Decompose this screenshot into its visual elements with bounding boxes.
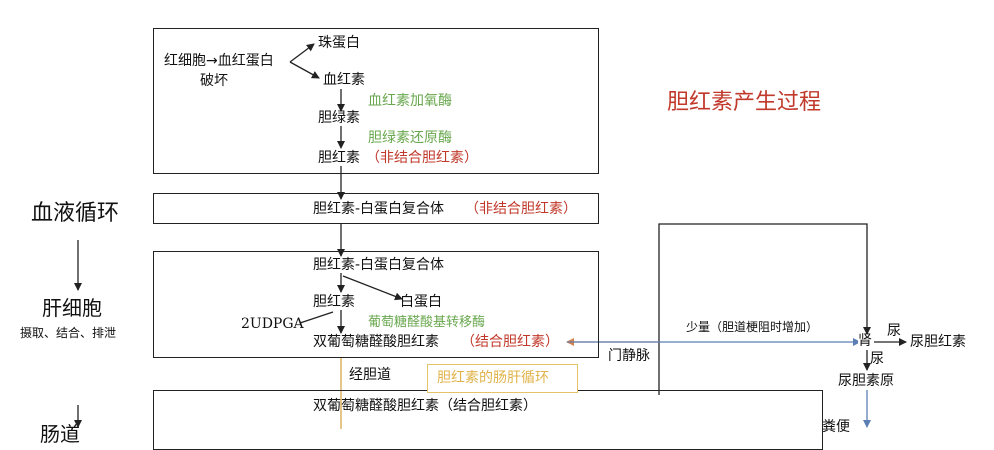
- label-udpga: 2UDPGA: [241, 316, 304, 332]
- label-kidney: 肾: [858, 333, 872, 349]
- label-intestine-product: 双葡萄糖醛酸胆红素（结合胆红素）: [313, 398, 537, 414]
- label-urine-1: 尿: [887, 323, 901, 339]
- box-rbc-destruction: [153, 28, 599, 174]
- diagram-arrows: [74, 43, 907, 429]
- label-heme-oxygenase: 血红素加氧酶: [368, 93, 452, 109]
- label-portal-vein: 门静脉: [608, 348, 650, 364]
- label-bilirubin-albumin-complex: 胆红素-白蛋白复合体: [313, 201, 445, 217]
- label-rbc-hemoglobin: 红细胞→血红蛋白: [164, 53, 274, 69]
- label-liver-functions: 摄取、结合、排泄: [20, 326, 117, 340]
- label-small-amount: 少量（胆道梗阻时增加）: [686, 320, 819, 334]
- arrow-complex-albumin: [342, 275, 403, 301]
- label-biliverdin: 胆绿素: [318, 110, 360, 126]
- arrow-to-heme: [289, 61, 320, 79]
- label-box3-complex: 胆红素-白蛋白复合体: [313, 257, 445, 273]
- box-liver-cell: [153, 251, 599, 358]
- label-box2-unconjugated: （非结合胆红素）: [465, 201, 577, 217]
- label-urobilinogen: 尿胆素原: [838, 373, 894, 389]
- label-bilirubin: 胆红素: [318, 150, 360, 166]
- label-via-bile-duct: 经胆道: [349, 367, 391, 383]
- box-enterohepatic-label: [427, 364, 578, 393]
- label-liver-cell: 肝细胞: [42, 296, 102, 320]
- arrow-to-globin: [289, 43, 315, 63]
- label-destroy: 破坏: [200, 73, 228, 89]
- label-left-cut: 肠道: [40, 422, 80, 446]
- label-albumin: 白蛋白: [400, 294, 442, 310]
- label-biliverdin-reductase: 胆绿素还原酶: [368, 130, 452, 146]
- diagram-title: 胆红素产生过程: [667, 90, 822, 115]
- label-glucuronyltransferase: 葡萄糖醛酸基转移酶: [368, 315, 486, 330]
- kidney-circuit-line: [658, 223, 871, 395]
- label-enterohepatic-cycle: 胆红素的肠肝循环: [437, 370, 549, 386]
- box-blood-circulation: [153, 193, 599, 224]
- label-blood-circulation: 血液循环: [31, 201, 120, 226]
- label-heme: 血红素: [323, 72, 365, 88]
- label-urine-2: 尿: [870, 351, 884, 367]
- label-conjugated-product: 双葡萄糖醛酸胆红素: [313, 334, 439, 350]
- label-urine-bilirubin: 尿胆红素: [910, 334, 966, 350]
- label-globin: 珠蛋白: [318, 35, 360, 51]
- label-conjugated-note: （结合胆红素）: [461, 334, 559, 350]
- label-unconjugated-note: （非结合胆红素）: [366, 150, 478, 166]
- arrow-udpga: [299, 311, 334, 324]
- label-box3-bilirubin: 胆红素: [313, 294, 355, 310]
- label-feces: 粪便: [822, 419, 850, 435]
